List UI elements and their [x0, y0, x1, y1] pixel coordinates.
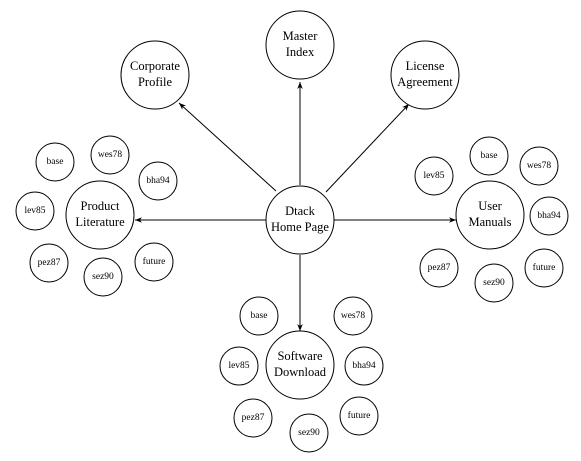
edge-to-license-agreement: [325, 103, 410, 193]
satellite-label: base: [251, 311, 268, 321]
satellite-label: base: [47, 157, 64, 167]
node-label-line-1: License: [406, 59, 445, 73]
satellite-sez90[interactable]: sez90: [289, 413, 329, 453]
satellite-lev85[interactable]: lev85: [414, 156, 454, 196]
node-label-line-1: Dtack: [285, 204, 316, 218]
satellite-pez87[interactable]: pez87: [29, 243, 69, 283]
satellite-label: future: [143, 256, 166, 267]
node-software-download[interactable]: Software Download: [265, 330, 335, 400]
satellite-base[interactable]: base: [35, 142, 75, 182]
satellite-label: sez90: [92, 272, 114, 282]
satellite-label: wes78: [98, 150, 123, 160]
satellite-future[interactable]: future: [524, 248, 564, 288]
satellite-label: pez87: [38, 258, 61, 268]
satellite-sez90[interactable]: sez90: [474, 263, 514, 303]
satellite-label: lev85: [423, 171, 444, 181]
node-corporate-profile[interactable]: Corporate Profile: [120, 40, 190, 110]
satellite-base[interactable]: base: [469, 136, 509, 176]
satellite-label: lev85: [228, 361, 249, 371]
node-label-line-2: Agreement: [397, 75, 453, 89]
satellite-label: future: [533, 262, 556, 273]
node-product-literature[interactable]: Product Literature: [65, 180, 135, 250]
satellite-base[interactable]: base: [239, 296, 279, 336]
edge-to-corporate-profile: [178, 102, 277, 192]
satellite-wes78[interactable]: wes78: [90, 135, 130, 175]
satellite-label: pez87: [428, 263, 451, 273]
satellite-label: sez90: [483, 278, 505, 288]
satellite-wes78[interactable]: wes78: [519, 146, 559, 186]
satellite-label: wes78: [527, 161, 552, 171]
node-label-line-1: Master: [283, 29, 319, 43]
node-label-line-2: Literature: [75, 215, 125, 229]
satellite-lev85[interactable]: lev85: [219, 346, 259, 386]
satellite-label: pez87: [242, 413, 265, 423]
satellite-wes78[interactable]: wes78: [333, 296, 373, 336]
satellite-label: sez90: [298, 428, 320, 438]
satellite-future[interactable]: future: [339, 396, 379, 436]
satellite-bha94[interactable]: bha94: [344, 346, 384, 386]
satellite-future[interactable]: future: [134, 242, 174, 282]
satellites-user-manuals: base wes78 bha94 future sez90 pez87 lev8…: [414, 136, 569, 303]
edges: [135, 82, 456, 331]
satellite-label: bha94: [537, 211, 560, 221]
node-label-line-2: Profile: [138, 75, 172, 89]
node-master-index[interactable]: Master Index: [265, 10, 335, 80]
satellite-bha94[interactable]: bha94: [138, 161, 178, 201]
satellite-pez87[interactable]: pez87: [233, 398, 273, 438]
satellites-software-download: base wes78 bha94 future sez90 pez87 lev8…: [219, 296, 384, 453]
node-label-line-1: Corporate: [130, 59, 180, 73]
satellite-label: wes78: [341, 311, 366, 321]
satellite-label: future: [348, 410, 371, 421]
node-label-line-2: Manuals: [468, 215, 511, 229]
satellite-sez90[interactable]: sez90: [83, 257, 123, 297]
node-dtack-home-page[interactable]: Dtack Home Page: [265, 185, 335, 255]
satellites-product-literature: base wes78 bha94 future sez90 pez87 lev8…: [15, 135, 178, 297]
node-user-manuals[interactable]: User Manuals: [455, 180, 525, 250]
node-label-line-1: Software: [277, 349, 323, 363]
node-label-line-1: Product: [81, 199, 120, 213]
satellite-pez87[interactable]: pez87: [419, 248, 459, 288]
node-label-line-2: Download: [274, 365, 327, 379]
node-license-agreement[interactable]: License Agreement: [390, 40, 460, 110]
node-label-line-2: Home Page: [271, 220, 329, 234]
satellite-label: bha94: [146, 176, 169, 186]
satellite-label: bha94: [352, 361, 375, 371]
node-label-line-2: Index: [286, 45, 315, 59]
satellite-label: lev85: [24, 206, 45, 216]
satellite-lev85[interactable]: lev85: [15, 191, 55, 231]
satellite-label: base: [481, 151, 498, 161]
satellite-bha94[interactable]: bha94: [529, 196, 569, 236]
node-label-line-1: User: [478, 199, 502, 213]
